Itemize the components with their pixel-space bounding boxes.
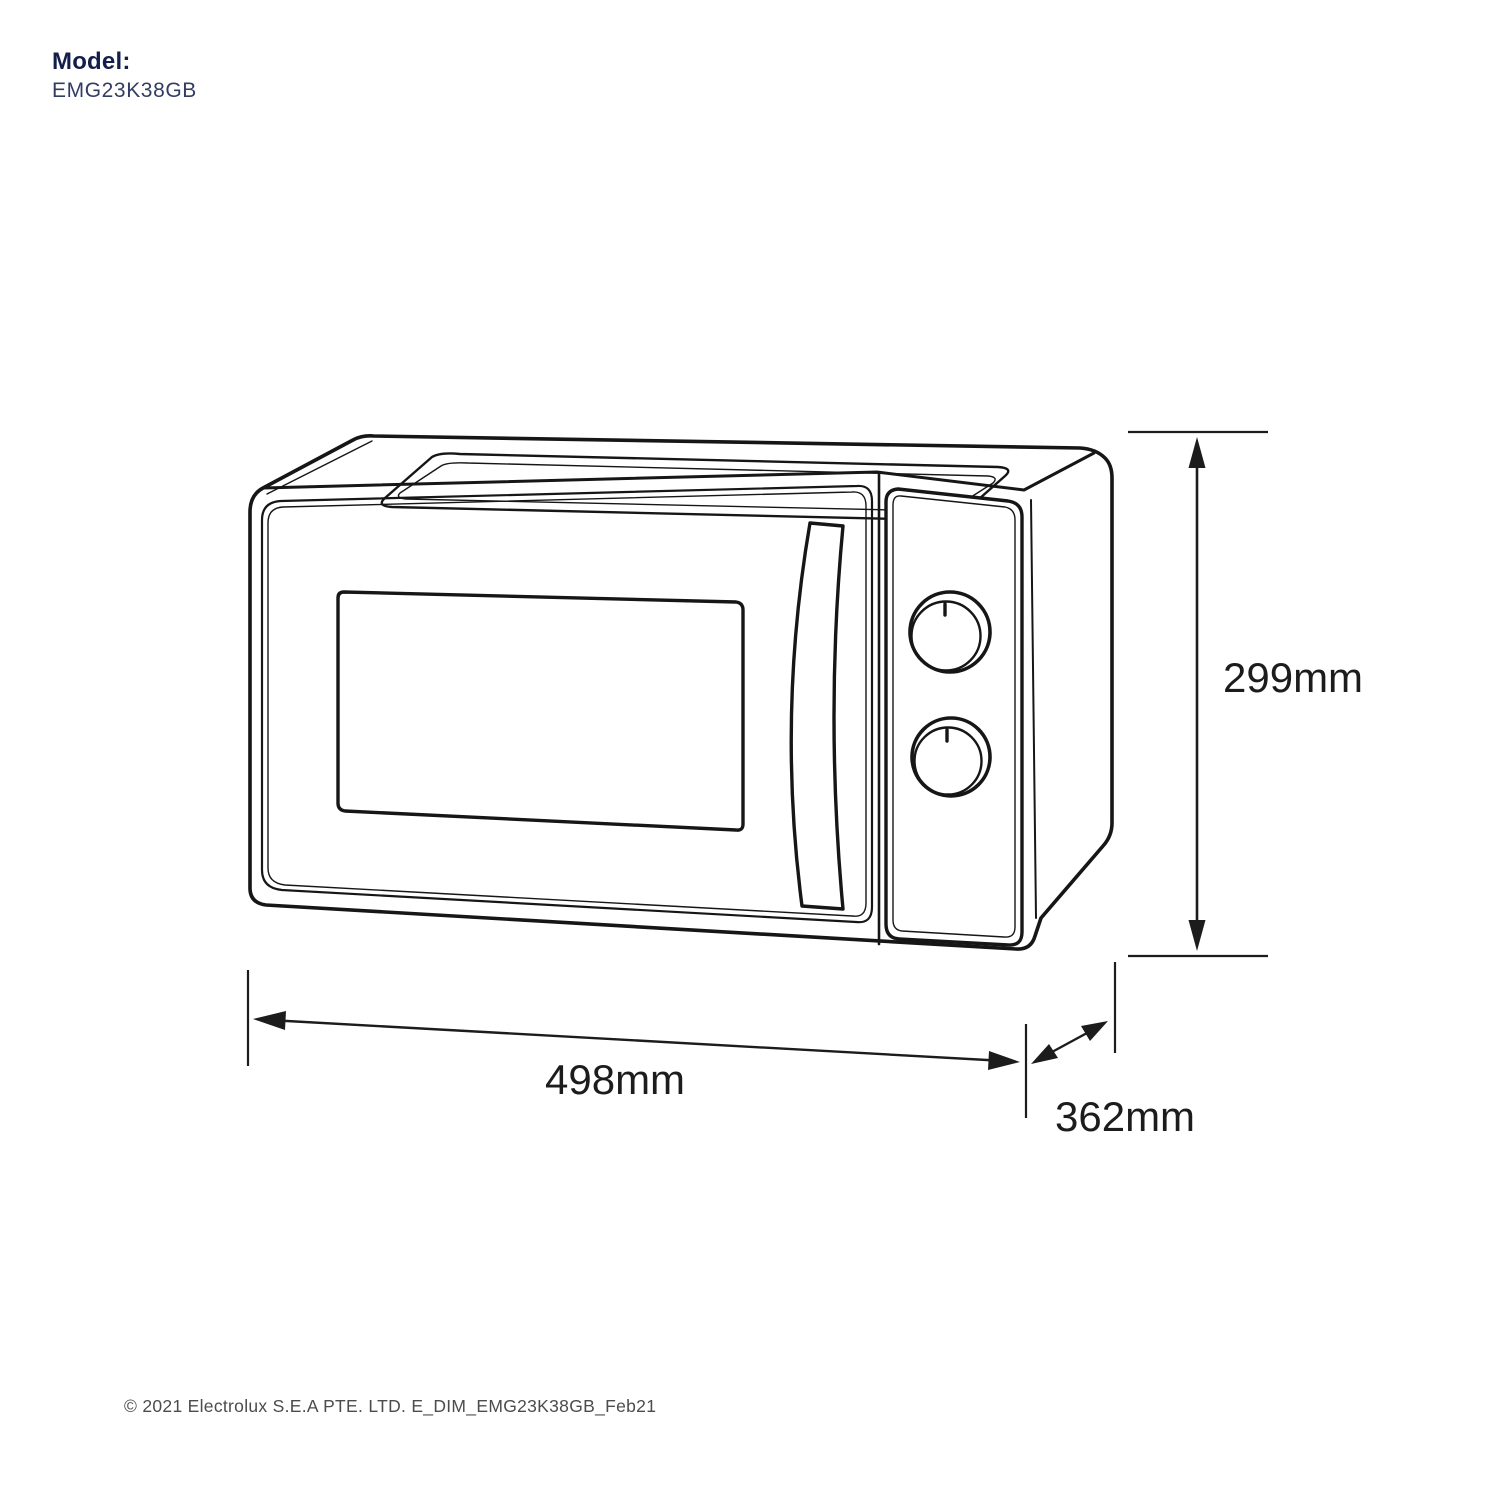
depth-dimension: 362mm: [1031, 962, 1195, 1140]
upper-knob-outer-ring: [908, 590, 992, 674]
model-label: Model:: [52, 48, 131, 75]
depth-dimension-label: 362mm: [1055, 1093, 1195, 1140]
top-left-slant-highlight: [266, 440, 373, 495]
model-number: EMG23K38GB: [52, 79, 197, 102]
depth-arrow-shaft: [1051, 1031, 1088, 1054]
width-arrow-shaft: [277, 1019, 997, 1062]
control-panel-inner: [892, 495, 1016, 938]
height-arrowhead-down: [1188, 920, 1206, 951]
top-front-edge: [261, 451, 1096, 492]
door-window: [336, 590, 745, 832]
door-face-inner: [267, 491, 867, 917]
microwave-illustration: [248, 434, 1114, 951]
lower-knob-outer-ring: [910, 716, 992, 798]
upper-knob-face: [910, 600, 982, 672]
depth-arrowhead-far: [1081, 1021, 1108, 1041]
upper-knob: [908, 590, 992, 674]
height-dimension: 299mm: [1128, 430, 1363, 958]
door-handle: [789, 521, 845, 911]
door-face-outer: [260, 484, 874, 924]
side-front-edge: [1030, 499, 1037, 919]
width-dimension-label: 498mm: [545, 1056, 685, 1103]
height-arrowhead-up: [1188, 437, 1206, 468]
depth-arrowhead-near: [1031, 1044, 1058, 1064]
copyright-text: © 2021 Electrolux S.E.A PTE. LTD. E_DIM_…: [124, 1396, 657, 1416]
width-arrowhead-right: [988, 1051, 1020, 1070]
width-dimension: 498mm: [246, 970, 1028, 1118]
model-block: Model: EMG23K38GB: [52, 48, 197, 102]
dimension-annotations: 299mm 498mm 362mm: [246, 430, 1363, 1140]
lower-knob: [910, 716, 992, 798]
height-dimension-label: 299mm: [1223, 654, 1363, 701]
width-arrowhead-left: [253, 1011, 286, 1030]
lower-knob-face: [913, 726, 983, 796]
